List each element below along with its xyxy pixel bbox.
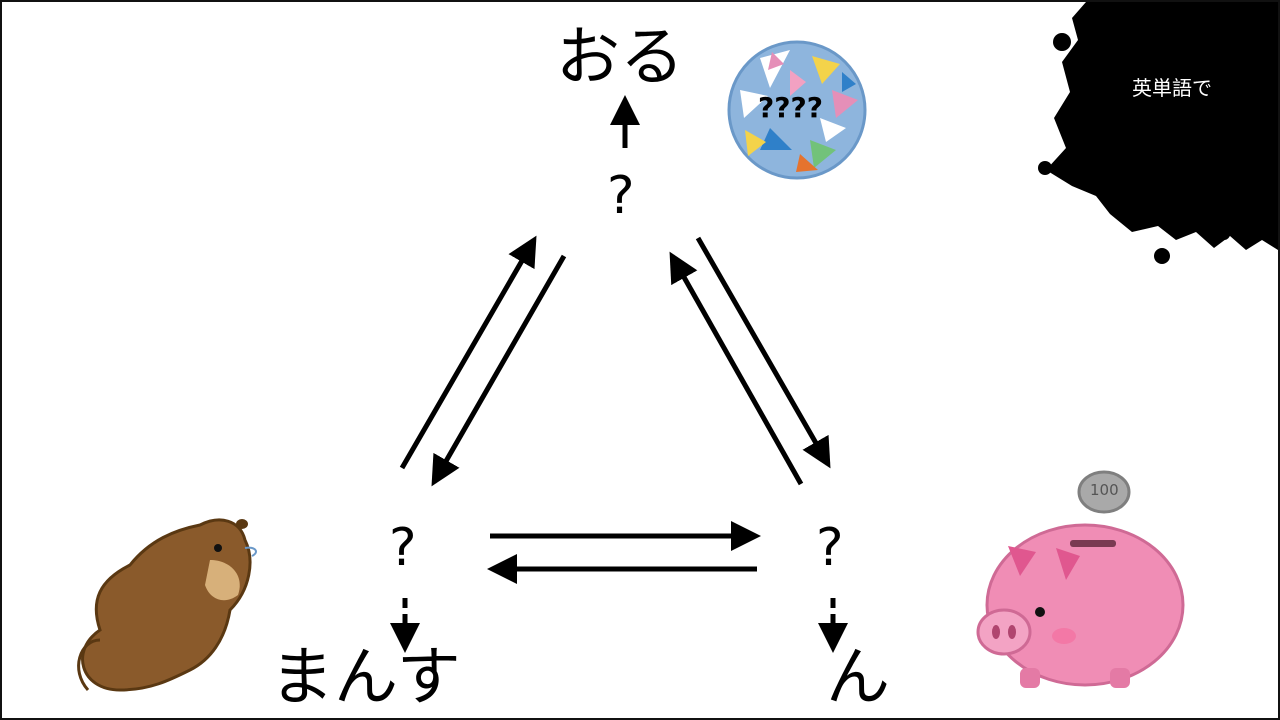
arrow-right-down (695, 236, 831, 469)
arrow-left-up (399, 235, 537, 470)
bottom-right-word: ん (826, 641, 890, 715)
arrow-right-up (669, 251, 804, 486)
arrow-left-down (431, 254, 567, 487)
bottom-left-word: まんす (270, 641, 461, 715)
hint-text: 英単語で (1132, 76, 1212, 100)
top-word: おる (556, 21, 684, 95)
disco-ball-text: ???? (758, 91, 823, 124)
node-left: ? (389, 518, 417, 578)
node-top: ? (607, 166, 635, 226)
node-right: ? (816, 518, 844, 578)
coin-label: 100 (1090, 481, 1119, 499)
